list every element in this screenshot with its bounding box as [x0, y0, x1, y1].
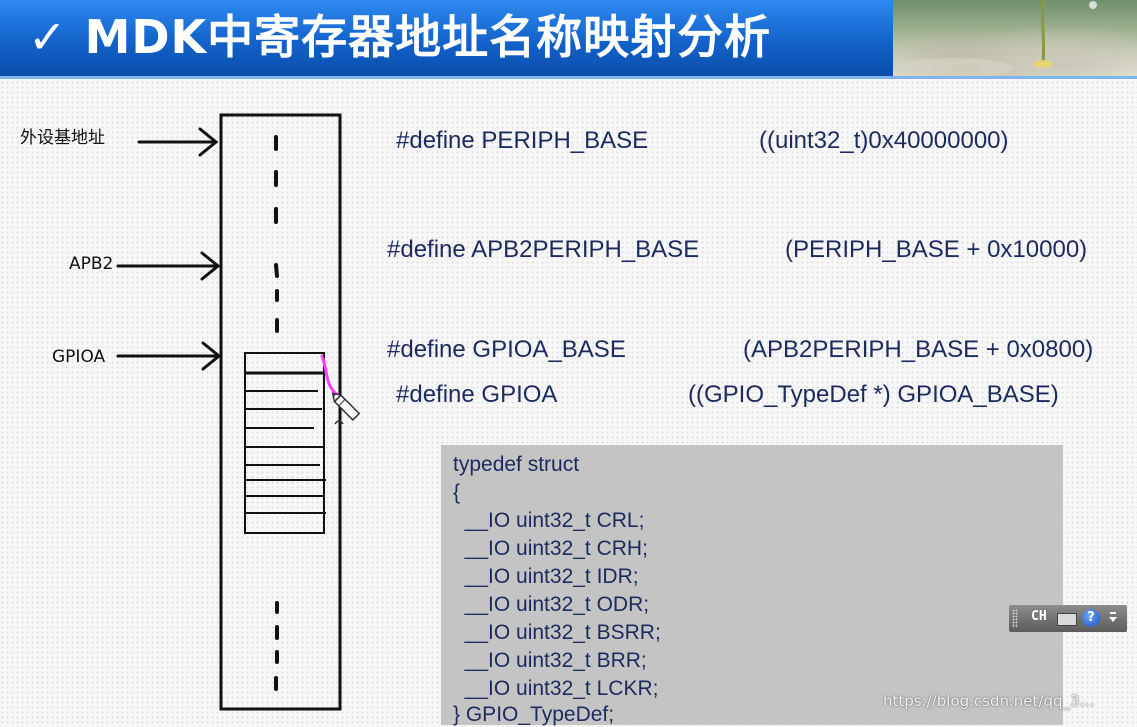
dashed-divider-top	[274, 135, 279, 333]
define-apb2periph-base-value: (PERIPH_BASE + 0x10000)	[785, 236, 1088, 263]
check-icon: ✓	[28, 10, 68, 64]
typedef-code-box: typedef struct { __IO uint32_t CRL; __IO…	[441, 445, 1063, 726]
define-name: GPIOA_BASE	[472, 336, 626, 363]
options-chevron-icon[interactable]	[1108, 611, 1118, 625]
pencil-cursor-icon	[331, 392, 361, 421]
label-apb2: APB2	[69, 254, 114, 274]
define-keyword: #define	[387, 336, 466, 363]
define-keyword: #define	[396, 127, 475, 154]
define-gpioa-base-value: (APB2PERIPH_BASE + 0x0800)	[743, 336, 1094, 363]
define-keyword: #define	[396, 381, 475, 408]
code-line: {	[453, 481, 461, 504]
memory-column	[219, 113, 342, 711]
slide-title-text: MDK中寄存器地址名称映射分析	[84, 10, 772, 64]
dashed-divider-bottom	[274, 601, 279, 691]
define-name: APB2PERIPH_BASE	[471, 236, 700, 263]
gpioa-register-block	[244, 352, 326, 534]
code-line: __IO uint32_t BSRR;	[453, 621, 661, 644]
code-line: __IO uint32_t ODR;	[453, 593, 650, 616]
title-decoration-image	[893, 0, 1137, 76]
keyboard-icon[interactable]	[1057, 613, 1077, 626]
define-gpioa-value: ((GPIO_TypeDef *) GPIOA_BASE)	[688, 381, 1059, 408]
code-line: __IO uint32_t CRH;	[453, 537, 648, 560]
define-gpioa-base: #define GPIOA_BASE	[387, 336, 626, 364]
title-bar: ✓ MDK中寄存器地址名称映射分析	[0, 0, 1137, 79]
watermark: https://blog.csdn.net/qq_3…	[883, 692, 1095, 710]
label-periph-base: 外设基地址	[20, 128, 105, 148]
code-line: __IO uint32_t LCKR;	[453, 677, 659, 700]
define-apb2periph-base: #define APB2PERIPH_BASE	[387, 236, 699, 264]
code-line: __IO uint32_t CRL;	[453, 509, 645, 532]
slide-title: ✓ MDK中寄存器地址名称映射分析	[28, 4, 771, 70]
define-gpioa: #define GPIOA	[396, 381, 557, 409]
define-name: GPIOA	[481, 381, 558, 408]
code-line: __IO uint32_t IDR;	[453, 565, 639, 588]
help-icon[interactable]: ?	[1082, 609, 1100, 627]
define-periph-base-value: ((uint32_t)0x40000000)	[759, 127, 1009, 154]
ime-language-button[interactable]: CH	[1031, 609, 1047, 624]
arrow-gpioa	[116, 341, 222, 371]
ime-language-bar[interactable]: CH ?	[1009, 605, 1127, 632]
arrow-periph-base	[137, 127, 219, 157]
define-keyword: #define	[387, 236, 466, 263]
label-gpioa: GPIOA	[52, 347, 106, 367]
drag-handle-icon[interactable]	[1012, 609, 1018, 628]
define-name: PERIPH_BASE	[481, 127, 649, 154]
arrow-apb2	[116, 251, 221, 281]
memory-map-diagram	[116, 113, 361, 711]
code-line: } GPIO_TypeDef;	[453, 703, 615, 726]
code-line: __IO uint32_t BRR;	[453, 649, 647, 672]
define-periph-base: #define PERIPH_BASE	[396, 127, 648, 155]
code-line: typedef struct	[453, 453, 580, 476]
